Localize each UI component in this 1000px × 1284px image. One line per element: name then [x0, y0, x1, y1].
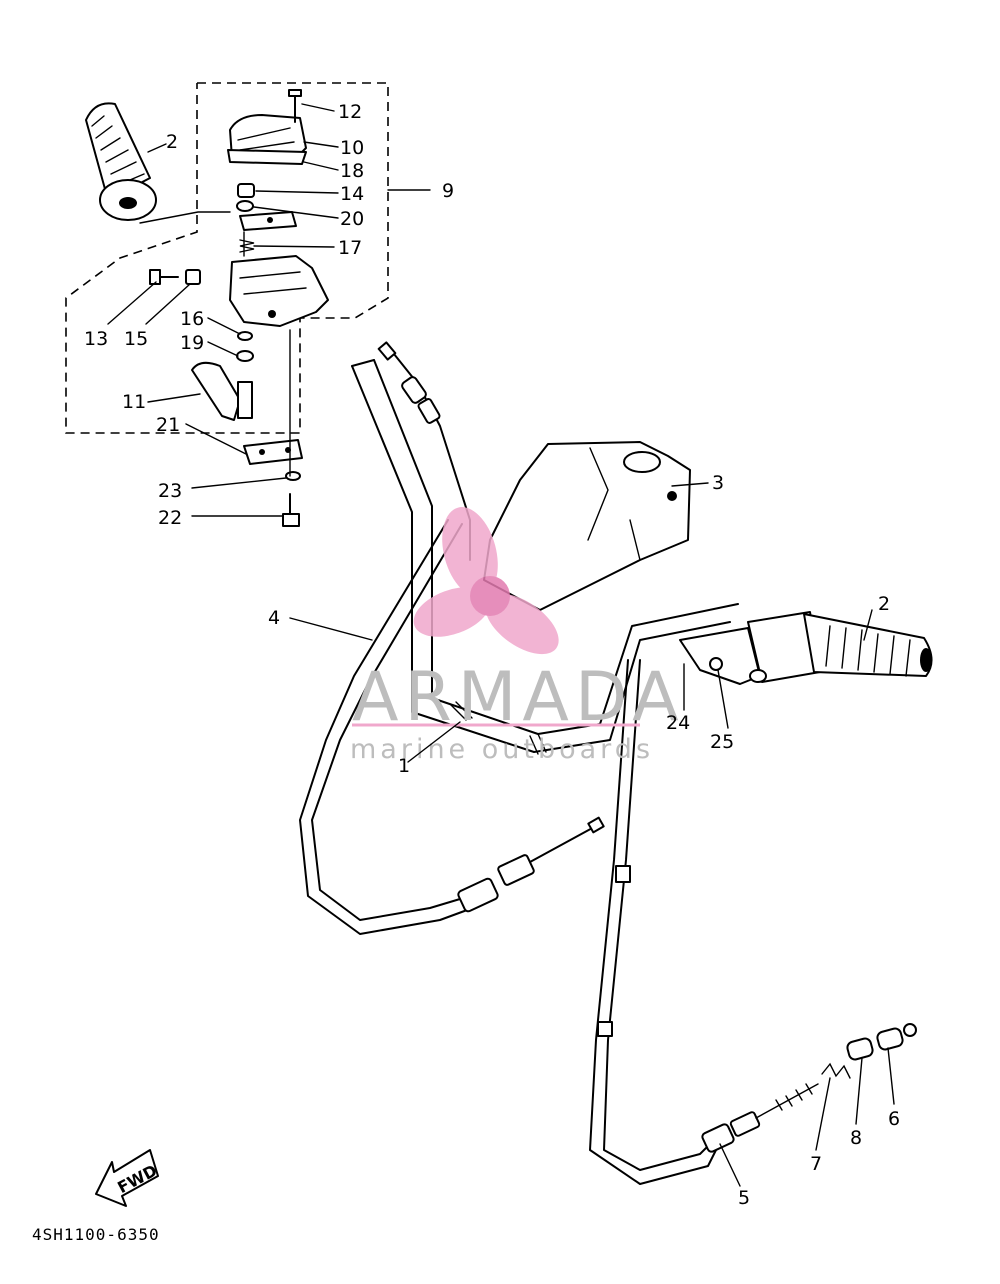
label-part-5: 5 [738, 1187, 750, 1209]
label-part-22: 22 [158, 507, 182, 529]
label-part-11: 11 [122, 391, 146, 413]
throttle-lever [191, 361, 253, 421]
adjuster-8 [846, 1037, 874, 1061]
label-part-7: 7 [810, 1153, 822, 1175]
label-part-17: 17 [338, 237, 362, 259]
lever-holder [679, 627, 767, 685]
label-part-15: 15 [124, 328, 148, 350]
washer-23 [285, 471, 301, 481]
label-part-8: 8 [850, 1127, 862, 1149]
diagram-code: 4SH1100-6350 [32, 1225, 160, 1244]
handlebar-cover [483, 441, 691, 611]
joint-6 [876, 1023, 917, 1051]
nut-15 [185, 269, 201, 285]
watermark-logo [413, 507, 559, 655]
label-part-16: 16 [180, 308, 204, 330]
label-part-21: 21 [156, 414, 180, 436]
label-part-14: 14 [340, 183, 364, 205]
handlebar [351, 359, 739, 755]
label-part-9: 9 [442, 180, 454, 202]
throttle-assembly-outline [65, 82, 389, 434]
label-part-12: 12 [338, 101, 362, 123]
label-part-23: 23 [158, 480, 182, 502]
label-part-20: 20 [340, 208, 364, 230]
washer-16 [237, 331, 253, 341]
brake-cable [589, 659, 819, 1185]
label-part-19: 19 [180, 332, 204, 354]
label-part-24: 24 [666, 712, 690, 734]
spring-17 [239, 239, 255, 253]
leader-lines [107, 103, 895, 1187]
throttle-body [229, 255, 329, 327]
logo-blade-top [442, 507, 498, 597]
fwd-arrow: FWD [95, 1149, 160, 1207]
watermark-tagline: marine outboards [350, 734, 654, 765]
screw-top [288, 89, 302, 123]
label-part-2-right: 2 [878, 593, 890, 615]
label-part-10: 10 [340, 137, 364, 159]
label-part-3: 3 [712, 472, 724, 494]
label-part-25: 25 [710, 731, 734, 753]
clamp-21 [243, 439, 303, 465]
cover-gasket [227, 149, 307, 165]
spring-7 [821, 1062, 851, 1079]
label-part-13: 13 [84, 328, 108, 350]
nut-14 [237, 183, 255, 198]
left-grip [85, 102, 231, 224]
screw-13 [149, 269, 179, 285]
bolt-22 [282, 493, 300, 527]
label-part-4: 4 [268, 607, 280, 629]
label-part-2-left: 2 [166, 131, 178, 153]
label-part-18: 18 [340, 160, 364, 182]
washer-20 [236, 200, 254, 212]
label-part-1: 1 [398, 755, 410, 777]
watermark-name: ARMADA [352, 658, 685, 737]
right-grip [747, 611, 933, 683]
logo-hub [470, 576, 510, 616]
label-part-6: 6 [888, 1108, 900, 1130]
lever-plate [239, 211, 297, 231]
washer-19 [236, 350, 254, 362]
